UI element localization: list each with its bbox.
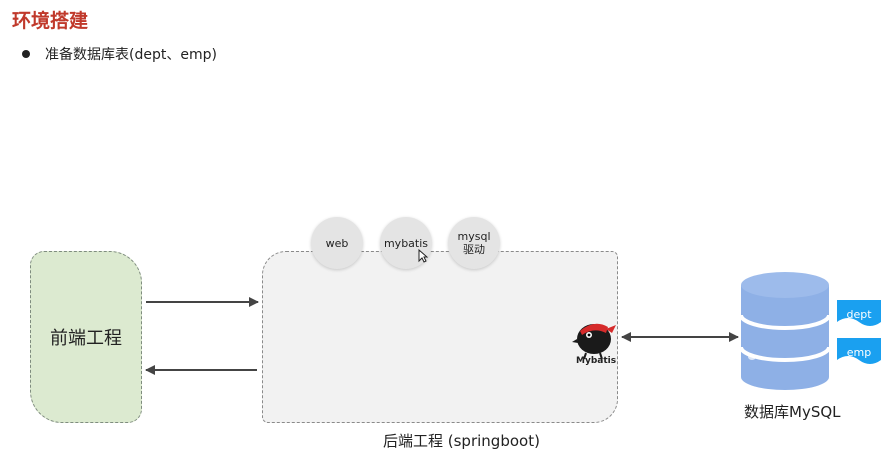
- frontend-box: 前端工程: [30, 251, 142, 423]
- mysql-driver-label: 驱动: [463, 243, 485, 256]
- page-title: 环境搭建: [12, 10, 89, 32]
- database-cylinder-icon: [739, 272, 831, 390]
- table-tag-dept: dept: [837, 300, 881, 328]
- web-dependency-label: web: [325, 236, 349, 250]
- tag-shape-icon: [837, 300, 881, 326]
- mysql-dependency-label: mysql: [457, 230, 491, 243]
- database-label: 数据库MySQL: [744, 403, 841, 421]
- tag-shape-icon: [837, 338, 881, 364]
- web-dependency-circle: web: [311, 217, 363, 269]
- table-tag-label: emp: [846, 345, 872, 359]
- frontend-label: 前端工程: [50, 328, 122, 349]
- backend-box: [262, 251, 618, 423]
- table-tag-emp: emp: [837, 338, 881, 366]
- bullet-dot-icon: [22, 50, 30, 58]
- mysql-driver-dependency-circle: mysql 驱动: [448, 217, 500, 269]
- mouse-cursor-icon: [418, 249, 428, 263]
- mybatis-logo-text: Mybatis: [576, 356, 617, 366]
- bullet-text: 准备数据库表(dept、emp): [45, 47, 217, 63]
- mybatis-dependency-label: mybatis: [383, 236, 429, 250]
- table-tag-label: dept: [846, 307, 872, 321]
- backend-label: 后端工程 (springboot): [383, 432, 540, 450]
- bullet-item: 准备数据库表(dept、emp): [22, 44, 217, 64]
- mybatis-bird-icon: [572, 323, 616, 360]
